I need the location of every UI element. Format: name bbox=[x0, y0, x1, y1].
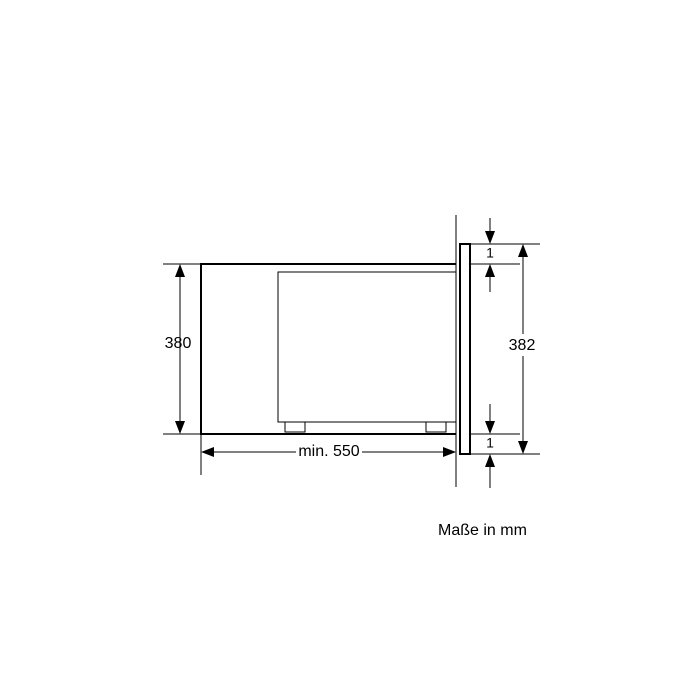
depth-dimension: min. 550 bbox=[200, 434, 456, 475]
gap-dimension-top: 1 bbox=[470, 218, 520, 292]
gap-label-bottom: 1 bbox=[486, 435, 494, 451]
height-label-380: 380 bbox=[165, 335, 192, 352]
gap-label-top: 1 bbox=[486, 245, 494, 261]
height-dimension-left: 380 bbox=[163, 263, 201, 435]
appliance-body bbox=[200, 263, 456, 435]
gap-dimension-bottom: 1 bbox=[470, 404, 520, 488]
units-note: Maße in mm bbox=[438, 522, 527, 539]
height-label-382: 382 bbox=[509, 337, 536, 354]
height-dimension-right: 382 bbox=[470, 243, 543, 455]
depth-label: min. 550 bbox=[298, 443, 359, 460]
front-panel bbox=[459, 243, 471, 455]
